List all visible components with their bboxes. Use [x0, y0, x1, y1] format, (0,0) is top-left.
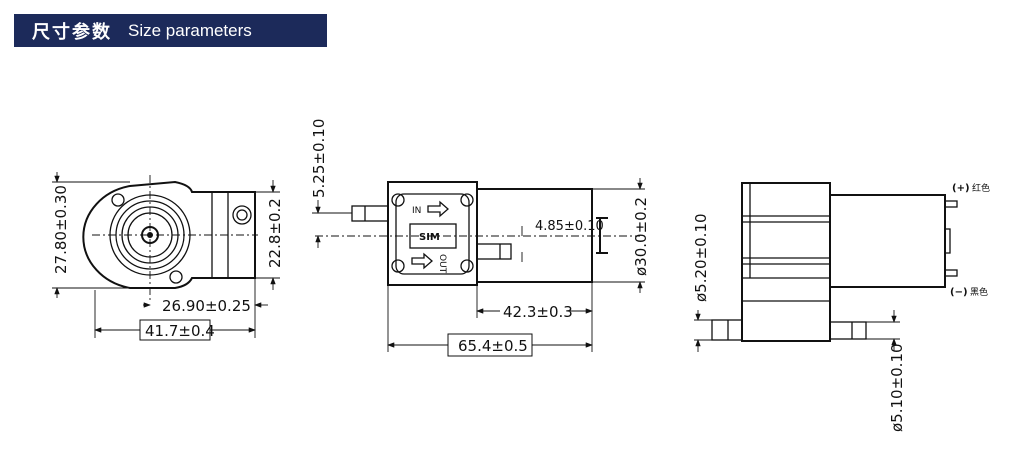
dim-total-length: 65.4±0.5 — [458, 337, 528, 355]
brand-label: SIM — [419, 232, 440, 243]
dim-front-height: 27.80±0.30 — [52, 185, 70, 274]
dim-outlet-diameter: ø5.10±0.10 — [888, 343, 906, 432]
positive-terminal-label: (+) — [952, 183, 970, 194]
in-label: IN — [412, 206, 421, 216]
dim-outlet-offset: 4.85±0.10 — [535, 219, 604, 234]
dim-inlet-diameter: ø5.20±0.10 — [692, 213, 710, 302]
out-label: OUT — [437, 254, 447, 274]
side-view: SIM IN OUT 5.25±0.10 4.85±0.10 ø30.0±0.2… — [310, 119, 650, 357]
negative-wire-color: 黑色 — [970, 286, 988, 298]
negative-terminal-label: (−) — [950, 287, 968, 298]
section-title-cn: 尺寸参数 — [32, 21, 112, 43]
dim-front-total-width: 41.7±0.4 — [145, 322, 215, 340]
section-header: 尺寸参数 Size parameters — [14, 14, 327, 47]
dim-motor-length: 42.3±0.3 — [503, 303, 573, 321]
front-view: 27.80±0.30 22.8±0.2 26.90±0.25 41.7±0.4 — [52, 172, 284, 341]
dim-inlet-offset: 5.25±0.10 — [310, 119, 328, 198]
section-title-en: Size parameters — [128, 20, 252, 40]
dim-front-center-to-end: 26.90±0.25 — [162, 297, 251, 315]
dim-front-port-height: 22.8±0.2 — [266, 198, 284, 268]
dim-motor-diameter: ø30.0±0.2 — [632, 197, 650, 276]
positive-wire-color: 红色 — [972, 182, 990, 194]
top-view: (+) 红色 (−) 黑色 ø5.20±0.10 ø5.10±0.10 — [692, 182, 990, 432]
